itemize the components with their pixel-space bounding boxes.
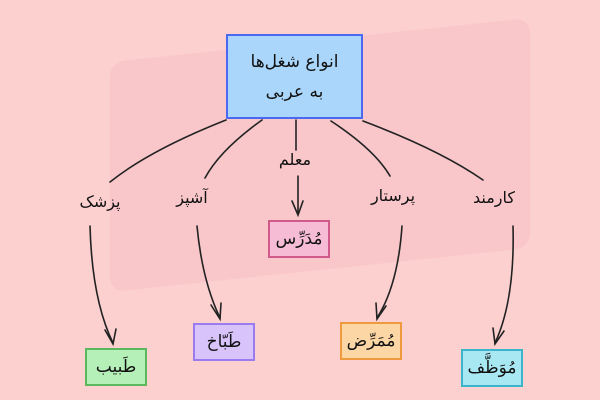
node-modarres: مُدَرِّس (268, 220, 330, 258)
label-employee: کارمند (472, 188, 516, 207)
node-tabbakh: طَبّاخ (193, 323, 255, 361)
root-node: انواع شغل‌ها به عربی (226, 34, 363, 119)
line-root-to-doctor (109, 119, 227, 183)
root-title-line1: انواع شغل‌ها (250, 51, 339, 72)
arrow-nurse (376, 225, 403, 319)
node-momarrez: مُمَرِّض (340, 322, 402, 360)
arrow-cook (196, 225, 221, 319)
label-cook: آشپز (176, 188, 208, 207)
root-title-line2: به عربی (265, 81, 324, 102)
arrow-doctor (89, 225, 114, 344)
arrowhead-cook (210, 302, 222, 322)
label-doctor: پزشک (79, 192, 121, 211)
node-movazzaf: مُوَظَّف (461, 349, 523, 387)
arrowhead-doctor (104, 328, 117, 347)
arrowhead-nurse (375, 302, 387, 322)
label-nurse: پرستار (370, 186, 416, 205)
arrowhead-employee (492, 327, 505, 347)
label-teacher: معلم (278, 150, 312, 169)
arrow-employee (494, 225, 514, 344)
line-root-to-cook (204, 119, 263, 179)
arrowhead-teacher (291, 200, 304, 218)
node-tabib: طَبیب (85, 348, 147, 386)
line-root-to-nurse (330, 120, 391, 177)
line-root-to-employee (362, 120, 484, 181)
